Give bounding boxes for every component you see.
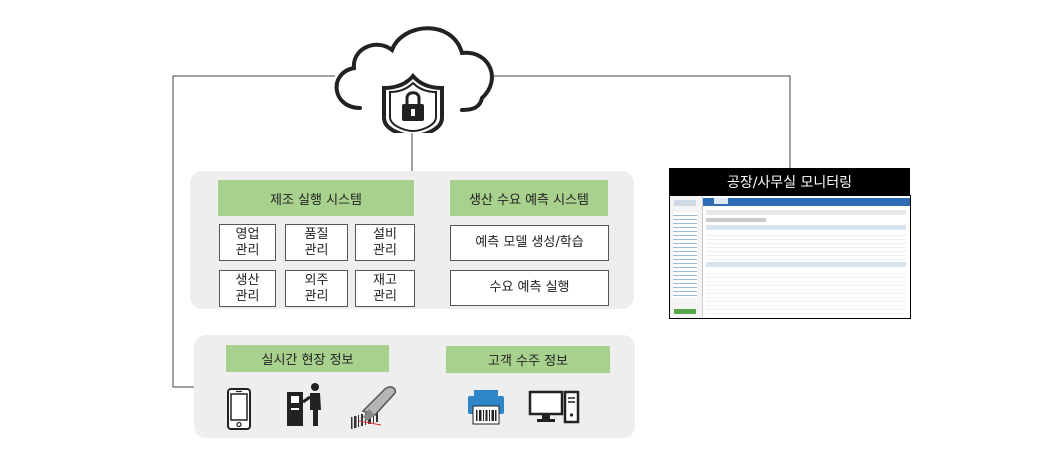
module-sales: 영업 관리 [219, 224, 276, 261]
forecast-execution: 수요 예측 실행 [450, 270, 609, 306]
module-quality: 품질 관리 [285, 224, 348, 261]
cloud-lock-icon [322, 18, 502, 139]
smartphone-icon [225, 387, 253, 431]
desktop-computer-icon [528, 389, 580, 425]
module-inventory: 재고 관리 [355, 270, 415, 307]
module-production: 생산 관리 [219, 270, 276, 307]
monitoring-screenshot [669, 195, 911, 319]
realtime-title: 실시간 현장 정보 [226, 345, 389, 372]
barcode-printer-icon [465, 388, 507, 426]
forecast-model-training: 예측 모델 생성/학습 [450, 225, 609, 261]
monitoring-title: 공장/사무실 모니터링 [669, 168, 910, 195]
module-outsourcing: 외주 관리 [285, 270, 348, 307]
kiosk-icon [285, 382, 325, 428]
mes-title: 제조 실행 시스템 [218, 180, 414, 216]
orders-title: 고객 수주 정보 [446, 346, 610, 373]
forecast-title: 생산 수요 예측 시스템 [450, 180, 608, 216]
module-equipment: 설비 관리 [355, 224, 415, 261]
barcode-scanner-icon [345, 381, 400, 433]
